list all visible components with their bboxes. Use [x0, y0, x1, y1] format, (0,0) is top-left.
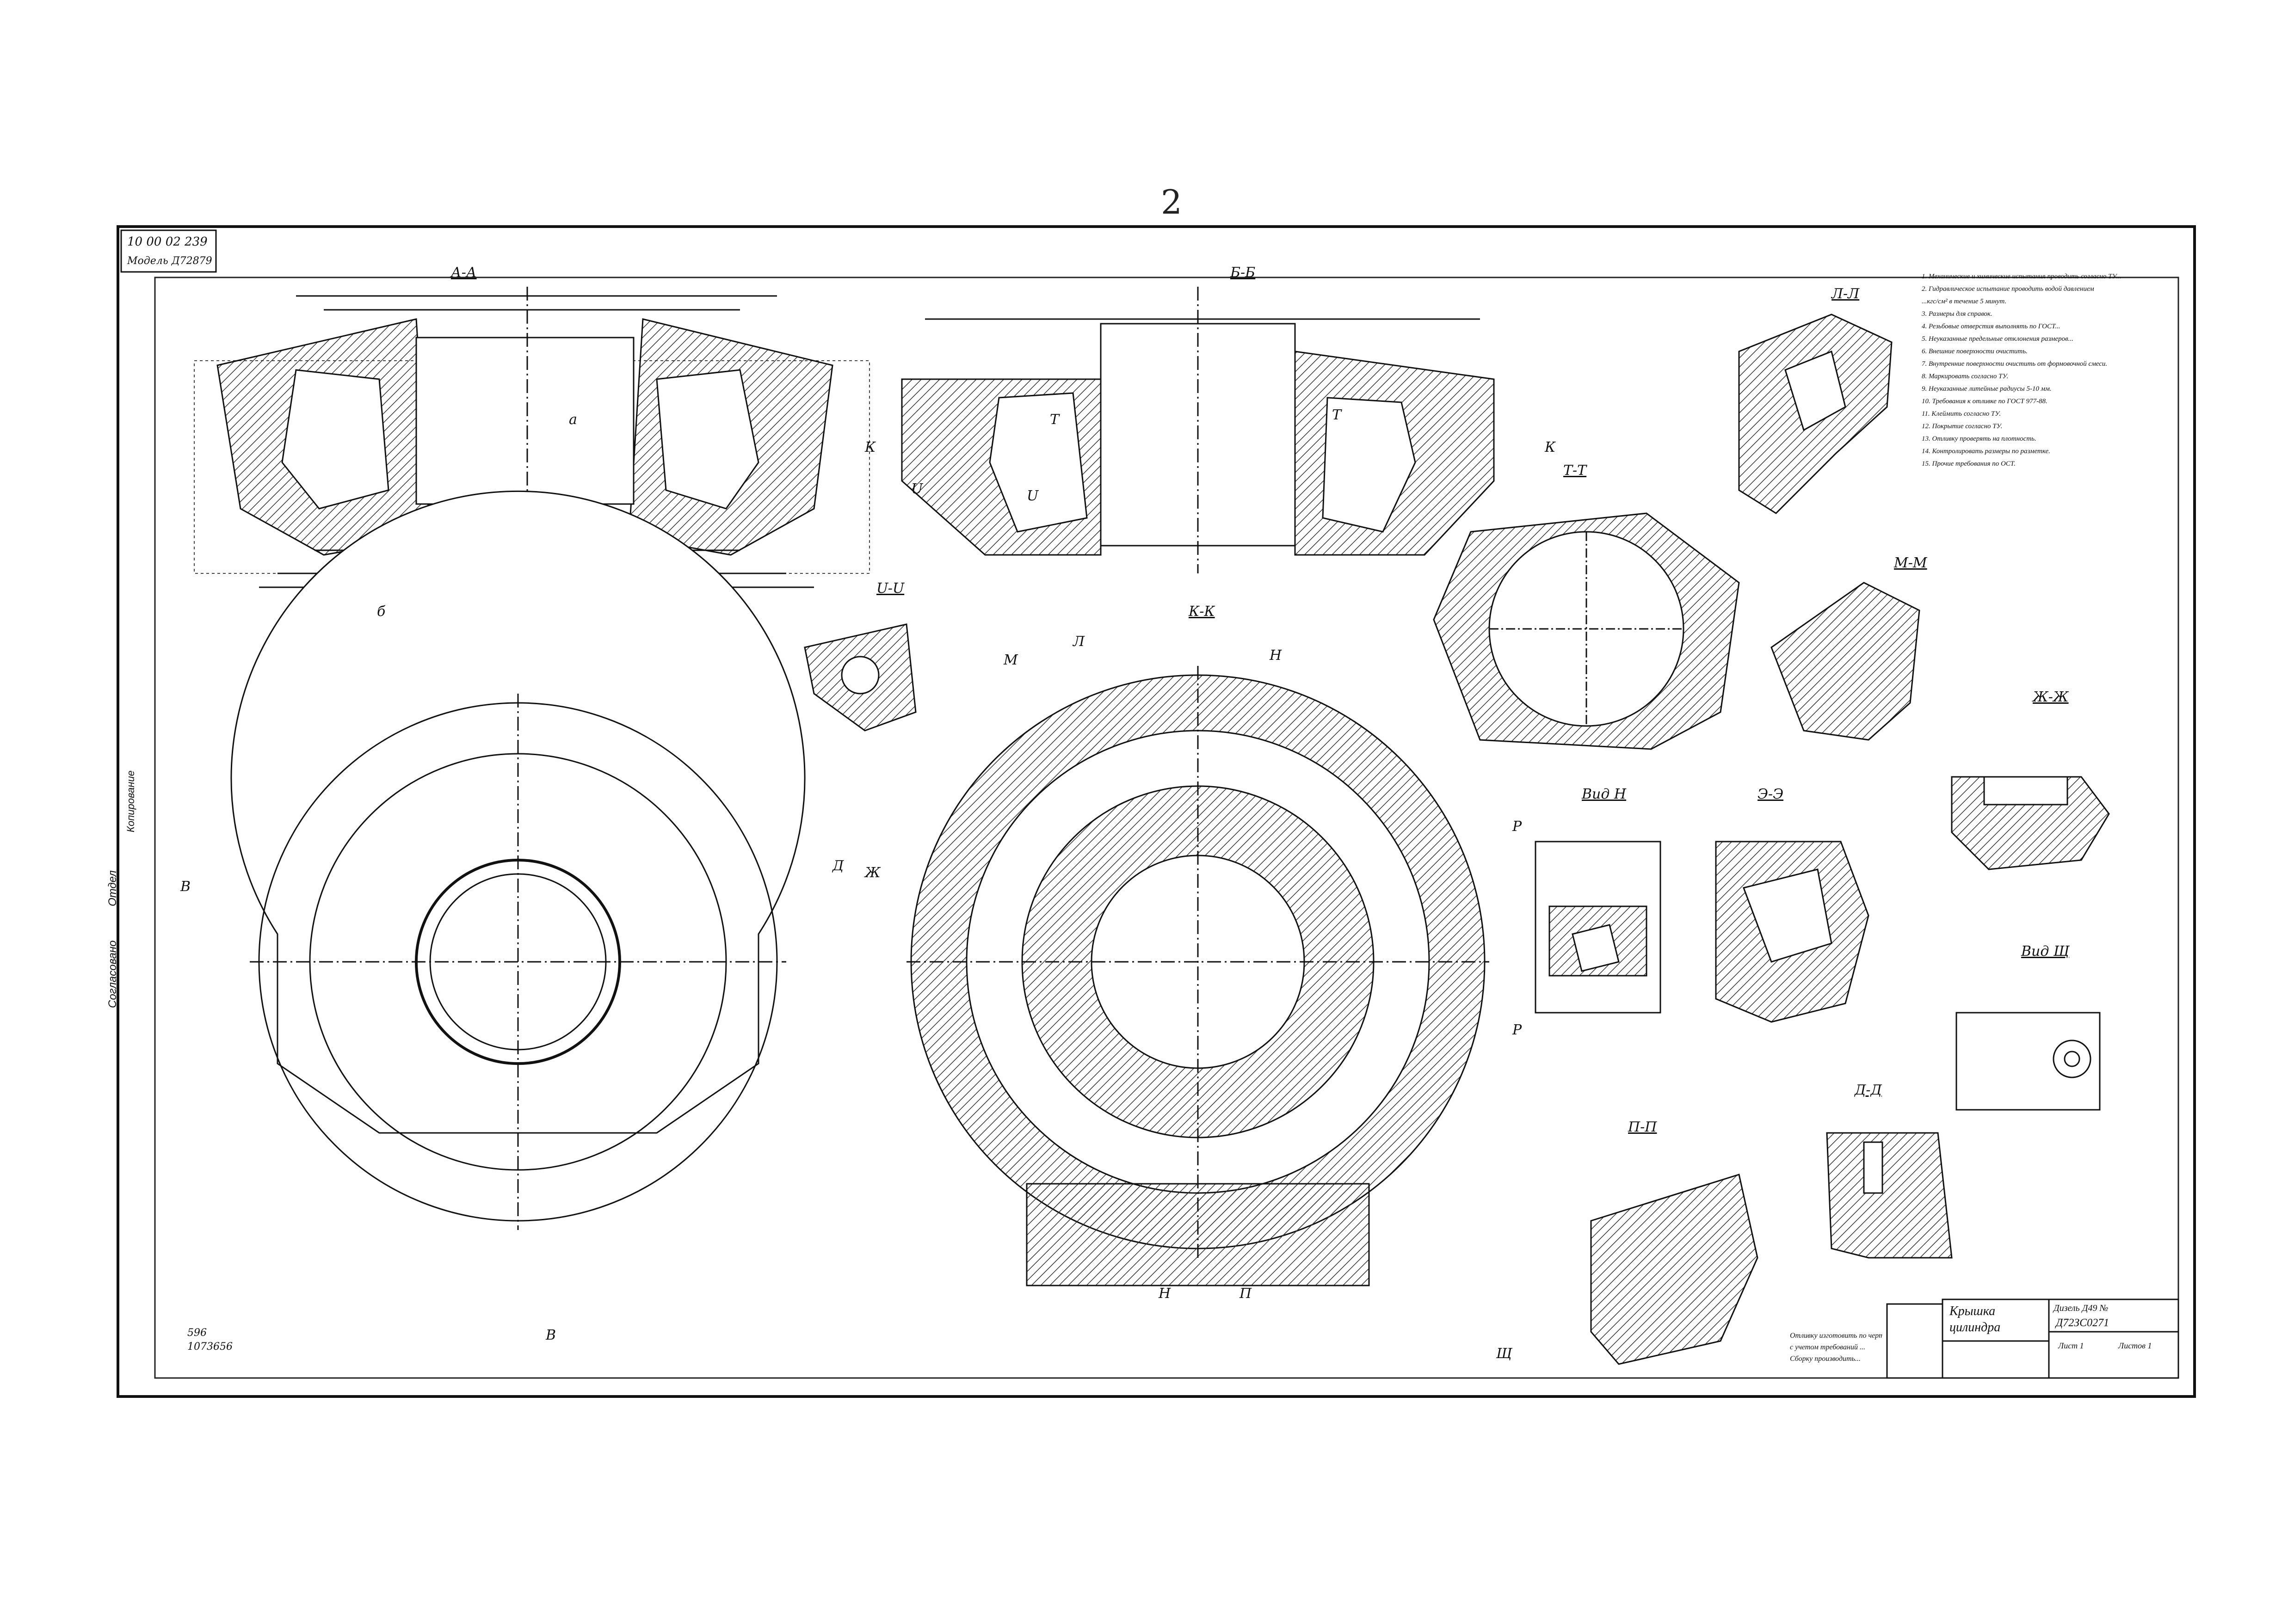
callout-r-bot: Р — [1512, 1022, 1522, 1038]
view-label-vidsh: Вид Щ — [2021, 943, 2070, 960]
section-bb — [901, 287, 1495, 573]
view-label-uu: U-U — [876, 580, 905, 597]
view-sh — [1955, 1012, 2101, 1111]
note-line: 11. Клеймить согласно ТУ. — [1922, 410, 2001, 418]
view-label-kk: К-К — [1189, 603, 1215, 620]
inner-frame — [154, 277, 2179, 1379]
side-left-vertical: Копирование — [125, 770, 136, 832]
section-tt — [1433, 512, 1740, 750]
note-line: 10. Требования к отливке по ГОСТ 977-88. — [1922, 398, 2047, 405]
section-dd — [1826, 1132, 1953, 1259]
section-uu — [804, 623, 917, 732]
sheet-frame — [117, 225, 2196, 1398]
section-pp — [1590, 1174, 1758, 1365]
bottom-code-a: 596 — [187, 1327, 207, 1339]
title-material: Дизель Д49 № — [2054, 1303, 2109, 1313]
view-label-aa: А-А — [451, 265, 477, 281]
bottom-note-line: Сборку производить... — [1790, 1355, 1861, 1363]
technical-notes: 1. Механические и химические испытания п… — [1922, 271, 2181, 470]
note-line: 6. Внешние поверхности очистить. — [1922, 348, 2028, 355]
section-ee — [1715, 841, 1869, 1023]
note-line: 14. Контролировать размеры по разметке. — [1922, 448, 2050, 455]
view-label-zhzh: Ж-Ж — [2033, 689, 2069, 705]
title-designation: Д72ЗС0271 — [2056, 1317, 2109, 1329]
section-mm — [1770, 582, 1920, 741]
bottom-code-b: 1073656 — [187, 1341, 233, 1353]
section-zhzh — [1951, 776, 2110, 870]
callout-sh-bot: Щ — [1496, 1346, 1512, 1362]
corner-stamp-box — [120, 229, 217, 273]
side-dept-label: Отдел — [106, 870, 119, 906]
note-line: 4. Резьбовые отверстия выполнять по ГОСТ… — [1922, 323, 2060, 330]
callout-v-bot: В — [546, 1327, 556, 1343]
view-label-bb: Б-Б — [1230, 265, 1256, 281]
corner-stamp: 10 00 02 239 — [127, 235, 208, 249]
view-n — [1535, 841, 1661, 1014]
callout-u-right: U — [1027, 488, 1039, 504]
callout-m: М — [1004, 652, 1018, 668]
view-label-ll: Л-Л — [1832, 286, 1860, 302]
callout-t-left: Т — [1050, 412, 1060, 428]
title-block — [1886, 1298, 2179, 1379]
bottom-note-line: с учетом требований ... — [1790, 1343, 1865, 1351]
side-agreed-label: Согласовано — [106, 940, 119, 1008]
callout-d-right: Д — [832, 858, 844, 874]
note-line: 12. Покрытие согласно ТУ. — [1922, 423, 2003, 430]
view-label-dd: Д-Д — [1855, 1082, 1882, 1098]
note-line: 13. Отливку проверять на плотность. — [1922, 435, 2036, 443]
title-sheets: Листов 1 — [2118, 1341, 2152, 1350]
callout-n-bot: Н — [1159, 1286, 1171, 1302]
callout-k-left: К — [865, 439, 876, 455]
note-line: 7. Внутренние поверхности очистить от фо… — [1922, 360, 2108, 368]
note-line: 1. Механические и химические испытания п… — [1922, 273, 2121, 280]
note-line: 2. Гидравлическое испытание проводить во… — [1922, 285, 2094, 293]
note-line: 9. Неуказанные литейные радиусы 5-10 мм. — [1922, 385, 2052, 393]
callout-zh-right: Ж — [865, 865, 881, 881]
view-label-tt: Т-Т — [1563, 462, 1587, 479]
note-line: 3. Размеры для справок. — [1922, 310, 1992, 318]
note-line: 8. Маркировать согласно ТУ. — [1922, 373, 2009, 380]
plan-view — [230, 490, 806, 1230]
callout-p-bot: П — [1240, 1286, 1252, 1302]
view-label-mm: М-М — [1894, 555, 1927, 571]
callout-t-right: Т — [1332, 407, 1342, 423]
note-line: ...кгс/см² в течение 5 минут. — [1922, 298, 2007, 305]
bottom-note-line: Отливку изготовить по чертежу — [1790, 1332, 1882, 1340]
section-ll — [1738, 314, 1893, 514]
model-label: Модель Д72879 — [127, 255, 212, 267]
title-name-line1: Крышка — [1949, 1304, 1996, 1318]
note-line: 15. Прочие требования по ОСТ. — [1922, 460, 2016, 468]
callout-n-top: Н — [1270, 647, 1282, 664]
view-label-vidn: Вид Н — [1582, 786, 1627, 802]
callout-u-left: U — [911, 481, 923, 497]
callout-k-right: К — [1545, 439, 1556, 455]
note-line: 5. Неуказанные предельные отклонения раз… — [1922, 335, 2073, 343]
view-label-pp: П-П — [1628, 1119, 1657, 1135]
callout-a: а — [569, 412, 577, 428]
page-number: 2 — [1161, 183, 1182, 221]
callout-v-left: В — [180, 879, 191, 895]
title-sheet: Лист 1 — [2058, 1341, 2084, 1350]
section-kk — [906, 666, 1489, 1286]
callout-r-top: Р — [1512, 818, 1522, 835]
callout-b: б — [377, 603, 386, 620]
view-label-ee: Э-Э — [1758, 786, 1784, 802]
title-name-line2: цилиндра — [1949, 1320, 2001, 1335]
callout-l: Л — [1073, 634, 1085, 650]
